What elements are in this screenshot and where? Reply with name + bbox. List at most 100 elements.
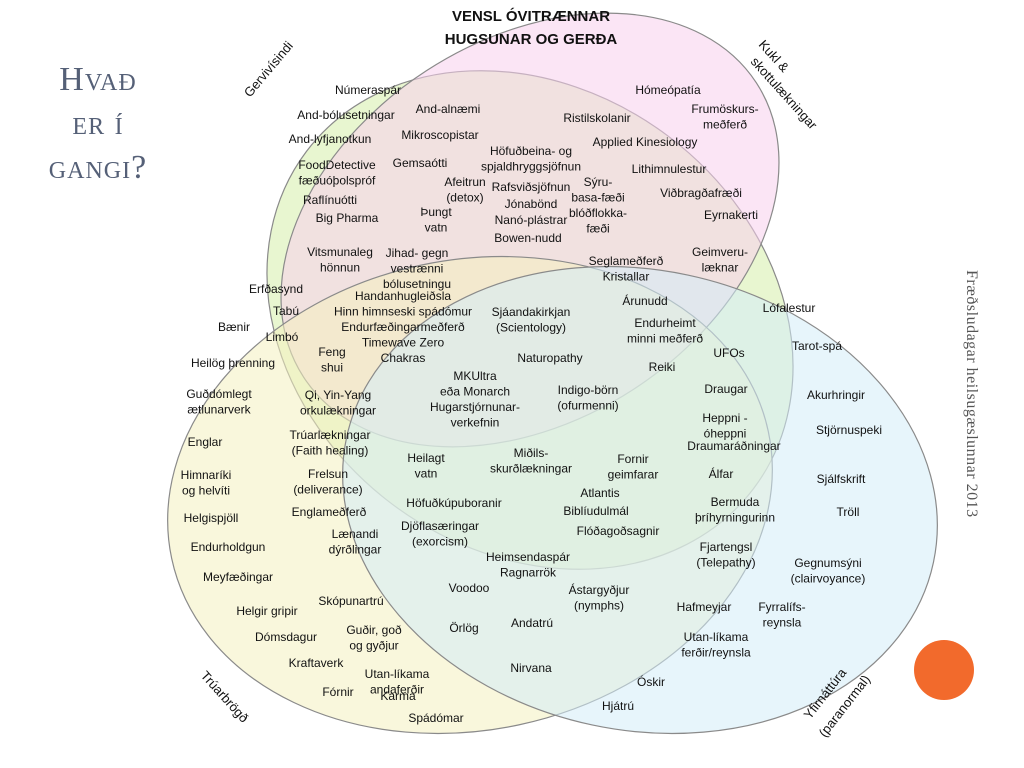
venn-item: Númeraspár (335, 83, 401, 97)
venn-item-line: Þungt (420, 205, 452, 219)
venn-item-line: Mikroscopistar (401, 128, 478, 142)
venn-item-line: Erfðasynd (249, 282, 303, 296)
venn-item-line: (Faith healing) (292, 444, 369, 458)
venn-item: Helgir gripir (236, 604, 297, 618)
venn-item-line: Big Pharma (316, 211, 379, 225)
venn-item: Heilög þrenning (191, 356, 275, 370)
venn-item-line: vatn (415, 467, 438, 481)
venn-item-line: Draugar (704, 382, 747, 396)
venn-item: And-bólusetningar (297, 108, 394, 122)
venn-item-line: Jónabönd (505, 197, 558, 211)
venn-item: Kraftaverk (289, 656, 345, 670)
venn-item-line: Feng (318, 345, 345, 359)
venn-item-line: Trúarlækningar (290, 428, 371, 442)
venn-item-line: Kraftaverk (289, 656, 345, 670)
venn-item-line: vestrænni (391, 262, 444, 276)
venn-item: Hómeópatía (635, 83, 701, 97)
venn-item-line: Draumaráðningar (687, 439, 780, 453)
venn-item: Ástargyðjur(nymphs) (569, 582, 630, 613)
venn-item-line: FoodDetective (298, 158, 376, 172)
venn-item: Þungt vatn (420, 205, 452, 235)
venn-item: Mikroscopistar (401, 128, 478, 142)
venn-item-line: Utan-líkama (365, 667, 430, 681)
venn-item: Bænir (218, 320, 250, 334)
venn-item: Reiki (649, 360, 676, 374)
venn-item: And-lyfjanotkun (289, 132, 372, 146)
venn-item: Meyfæðingar (203, 570, 273, 584)
venn-item: Eyrnakerti (704, 208, 758, 222)
venn-item-line: Djöflasæringar (401, 519, 479, 533)
venn-item-line: Timewave Zero (362, 336, 445, 350)
venn-item-line: Óskir (637, 674, 665, 689)
venn-item-line: Reiki (649, 360, 676, 374)
venn-item-line: minni meðferð (627, 332, 703, 346)
venn-item-line: Frelsun (308, 467, 348, 481)
venn-item-line: Vitsmunaleg (307, 245, 373, 259)
venn-item-line: Biblíudulmál (563, 504, 628, 518)
venn-item: Afeitrun(detox) (444, 175, 485, 205)
venn-item-line: Endurheimt (634, 316, 696, 330)
venn-item-line: MKUltra (453, 369, 497, 383)
venn-item-line: ætlunarverk (187, 403, 251, 417)
venn-item: Endurheimt minni meðferð (627, 316, 703, 346)
venn-item: Trúarlækningar (Faith healing) (290, 428, 371, 458)
venn-item-line: Hómeópatía (635, 83, 701, 97)
venn-item-line: And-alnæmi (416, 102, 481, 116)
venn-item: Hjátrú (602, 699, 634, 713)
venn-item-line: reynsla (763, 616, 802, 630)
venn-item: Örlög (449, 621, 478, 635)
venn-item: Endurholdgun (191, 540, 266, 554)
venn-item-line: (Scientology) (496, 321, 566, 335)
venn-item-line: (clairvoyance) (791, 572, 866, 586)
venn-item-line: Fornir (617, 452, 648, 466)
venn-item-line: (exorcism) (412, 535, 468, 549)
venn-item-line: Afeitrun (444, 175, 485, 189)
venn-item: Sjálfskrift (817, 472, 866, 486)
venn-item-line: Lithimnulestur (632, 162, 707, 176)
venn-item-line: Tabú (273, 304, 299, 318)
venn-item-line: Stjörnuspeki (816, 423, 882, 437)
venn-item-line: Akurhringir (807, 388, 865, 402)
venn-item: Viðbragðafræði (660, 186, 742, 200)
venn-item-line: Seglameðferð (589, 254, 664, 268)
venn-item-line: vatn (425, 221, 448, 235)
venn-item: Sjáandakirkjan(Scientology) (492, 305, 571, 335)
venn-item-line: Kristallar (603, 270, 650, 284)
set-label-gervivisindi: Gervivísindi (241, 38, 296, 100)
venn-item-line: Ragnarrök (500, 566, 557, 580)
venn-item: Spádómar (408, 711, 463, 725)
venn-item-line: dýrðlingar (329, 543, 382, 557)
venn-item-line: spjaldhryggsjöfnun (481, 160, 581, 174)
venn-item-line: Sýru- (584, 175, 613, 189)
venn-item-line: Andatrú (511, 616, 553, 630)
venn-item: Geimveru-læknar (692, 245, 748, 275)
venn-item: Akurhringir (807, 388, 865, 402)
venn-item-line: hönnun (320, 261, 360, 275)
venn-item-line: Álfar (709, 466, 734, 481)
venn-item: Rafsviðsjöfnun (492, 180, 571, 194)
venn-item-line: Dómsdagur (255, 630, 317, 644)
venn-item: Hafmeyjar (677, 600, 732, 614)
venn-item-line: Limbó (266, 330, 299, 344)
venn-item: Lithimnulestur (632, 162, 707, 176)
venn-item-line: Karma (380, 689, 416, 703)
venn-item-line: (nymphs) (574, 599, 624, 613)
venn-item-line: ferðir/reynsla (681, 646, 751, 660)
venn-item-line: (deliverance) (293, 483, 362, 497)
venn-item-line: Spádómar (408, 711, 463, 725)
venn-item: Erfðasynd (249, 282, 303, 296)
venn-item: Gemsaótti (393, 156, 448, 170)
venn-item: And-alnæmi (416, 102, 481, 116)
venn-item: Tabú (273, 304, 299, 318)
venn-item-line: Bænir (218, 320, 250, 334)
